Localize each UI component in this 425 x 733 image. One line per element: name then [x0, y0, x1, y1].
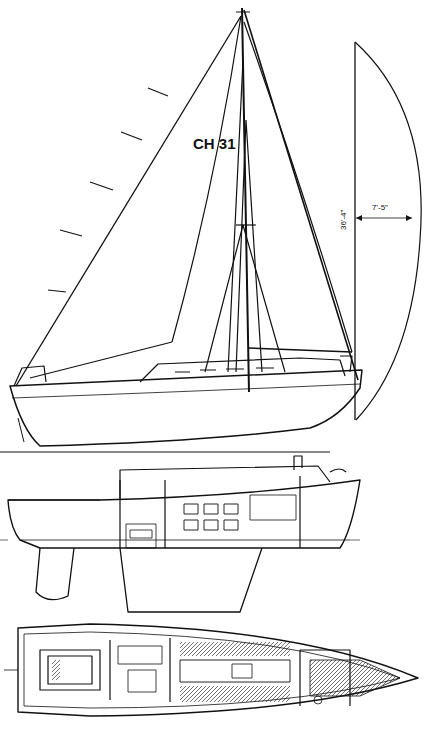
dimension-label: 36'-4" — [340, 210, 348, 230]
dimension-label: 7'-5" — [372, 204, 388, 212]
sail-number: CH 31 — [193, 136, 236, 151]
